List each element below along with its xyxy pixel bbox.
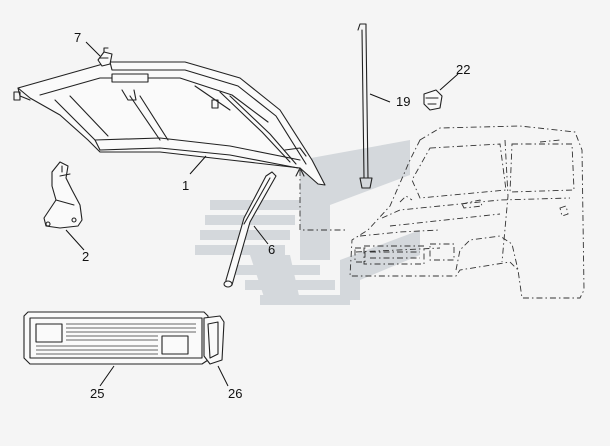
callout-2: 2 (82, 249, 89, 264)
front-grille (23, 311, 209, 365)
callout-25: 25 (90, 386, 104, 401)
clip-part (97, 47, 113, 67)
truck-cab (349, 125, 585, 299)
callout-1: 1 (182, 178, 189, 193)
callout-6: 6 (268, 242, 275, 257)
grille-side-piece (203, 315, 225, 365)
hinge-bracket (43, 161, 83, 229)
callout-26: 26 (228, 386, 242, 401)
hood-panel (13, 61, 326, 186)
callout-22: 22 (456, 62, 470, 77)
assembly-guides (295, 167, 345, 231)
callout-19: 19 (396, 94, 410, 109)
long-rod (357, 23, 373, 189)
leader-lines (65, 41, 459, 387)
callout-7: 7 (74, 30, 81, 45)
support-rod (223, 171, 277, 288)
fastener-clip (423, 89, 443, 111)
grille-slats (36, 323, 196, 355)
